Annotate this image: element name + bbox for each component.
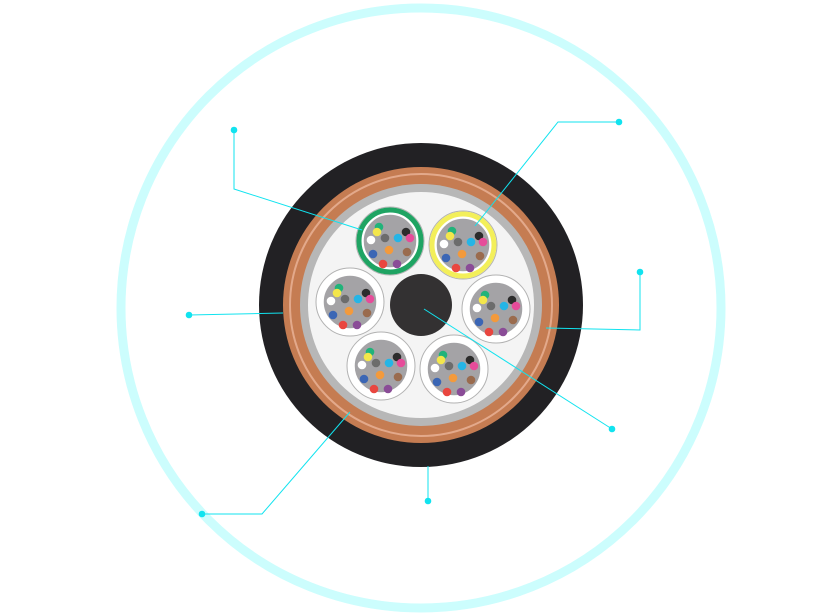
fiber	[451, 263, 461, 273]
fiber	[474, 317, 484, 327]
fiber	[357, 360, 367, 370]
fiber	[445, 231, 455, 241]
fiber	[465, 263, 475, 273]
callout-left	[185, 311, 284, 319]
fiber	[365, 294, 375, 304]
callout-bottom	[424, 466, 432, 505]
fiber	[396, 358, 406, 368]
callout-bottom-left	[198, 411, 351, 518]
fiber	[472, 303, 482, 313]
fiber	[366, 235, 376, 245]
fiber	[466, 237, 476, 247]
fiber	[430, 363, 440, 373]
fiber	[486, 301, 496, 311]
fiber	[442, 387, 452, 397]
fiber	[340, 294, 350, 304]
fiber	[441, 253, 451, 263]
callout-leader-line	[202, 411, 351, 515]
fiber	[457, 361, 467, 371]
callouts	[185, 118, 644, 518]
fiber	[393, 372, 403, 382]
fiber	[362, 308, 372, 318]
callout-leader-line	[474, 121, 619, 227]
callout-leader-line	[188, 312, 284, 316]
fiber	[498, 327, 508, 337]
fiber	[457, 249, 467, 259]
fiber	[344, 306, 354, 316]
fiber	[499, 301, 509, 311]
central-strength-member	[390, 274, 452, 336]
fiber	[338, 320, 348, 330]
fiber	[508, 315, 518, 325]
buffer-tube-color-ring	[356, 207, 424, 275]
fiber	[490, 313, 500, 323]
fiber	[371, 358, 381, 368]
fiber	[448, 373, 458, 383]
buffer-tube-2	[428, 210, 498, 280]
fiber	[363, 352, 373, 362]
callout-bottom-right	[423, 308, 616, 433]
buffer-tube-5	[346, 331, 416, 401]
fiber	[478, 295, 488, 305]
callout-dot-icon	[185, 311, 193, 319]
fiber	[380, 233, 390, 243]
fiber	[469, 361, 479, 371]
fiber	[369, 384, 379, 394]
callout-leader-line	[545, 272, 641, 331]
buffer-tube-3	[315, 267, 385, 337]
callout-top-right	[474, 118, 623, 227]
fiber	[475, 251, 485, 261]
callout-dot-icon	[230, 126, 238, 134]
cable-cross-section	[259, 143, 583, 467]
callout-leader-line	[233, 130, 363, 231]
fiber	[328, 310, 338, 320]
fiber	[372, 227, 382, 237]
fiber	[444, 361, 454, 371]
callout-dot-icon	[615, 118, 623, 126]
fiber	[511, 301, 521, 311]
fiber	[353, 294, 363, 304]
callout-dot-icon	[608, 425, 616, 433]
armor-tape-edge	[289, 173, 553, 437]
fiber	[453, 237, 463, 247]
buffer-tube-1	[355, 206, 425, 276]
callout-right	[545, 268, 644, 331]
fiber	[359, 374, 369, 384]
fiber	[384, 245, 394, 255]
buffer-tube-4	[461, 274, 531, 344]
callout-dot-icon	[198, 510, 206, 518]
callout-dot-icon	[424, 497, 432, 505]
fiber	[402, 247, 412, 257]
callout-dot-icon	[636, 268, 644, 276]
callout-top-left	[230, 126, 363, 231]
fiber	[368, 249, 378, 259]
buffer-tube-color-ring	[429, 211, 497, 279]
fiber	[326, 296, 336, 306]
callout-leader-line	[423, 308, 613, 430]
fiber	[478, 237, 488, 247]
fiber	[439, 239, 449, 249]
fiber	[436, 355, 446, 365]
fiber	[393, 233, 403, 243]
fiber	[352, 320, 362, 330]
fiber	[384, 358, 394, 368]
fiber	[392, 259, 402, 269]
fiber	[383, 384, 393, 394]
fiber	[466, 375, 476, 385]
buffer-tube-6	[419, 334, 489, 404]
fiber	[405, 233, 415, 243]
fiber	[378, 259, 388, 269]
halo-ring-icon	[116, 3, 726, 613]
fiber	[432, 377, 442, 387]
fiber	[484, 327, 494, 337]
fiber	[375, 370, 385, 380]
fiber	[332, 288, 342, 298]
fiber	[456, 387, 466, 397]
buffer-tubes	[315, 206, 531, 404]
